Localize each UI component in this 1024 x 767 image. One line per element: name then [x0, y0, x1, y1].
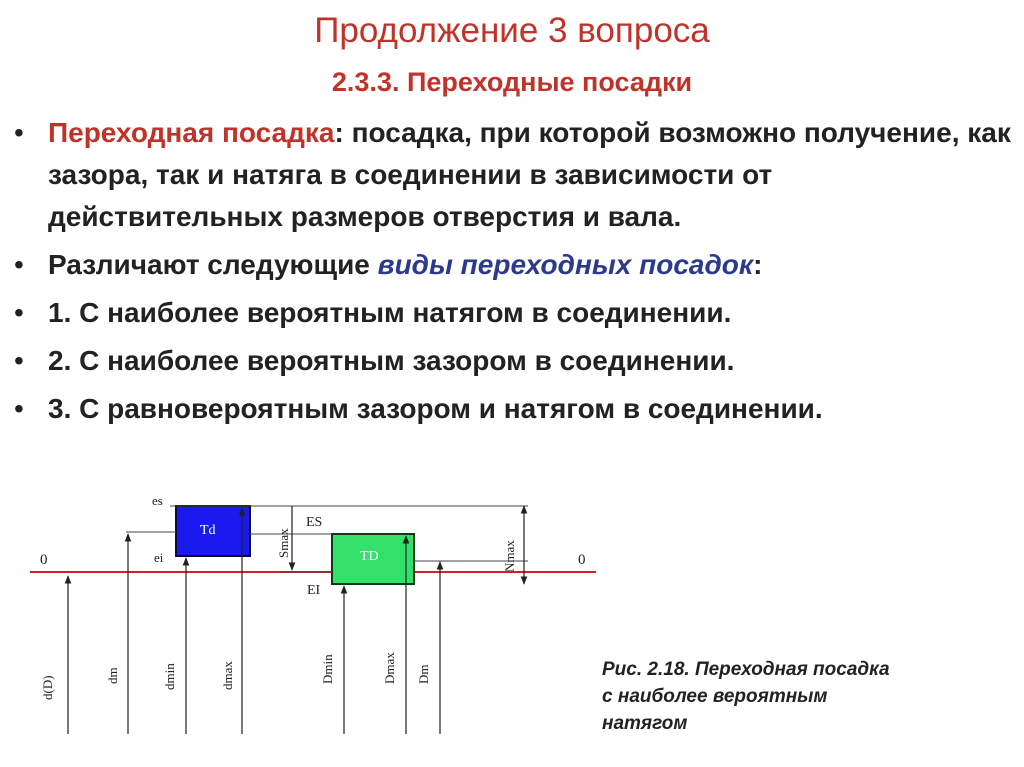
Dm-label: Dm	[416, 665, 431, 685]
Dmax-label: Dmax	[382, 652, 397, 684]
bullet-item-type-2: • 2. С наиболее вероятным зазором в соед…	[14, 340, 1014, 382]
fit-tolerance-diagram: 0 0 Td TD es ei ES EI Smax Nmax d(D) dm …	[30, 493, 596, 734]
type-3-text: 3. С равновероятным зазором и натягом в …	[48, 393, 823, 424]
type-2-text: 2. С наиболее вероятным зазором в соедин…	[48, 345, 735, 376]
definition-text: : посадка, при которой возможно получени…	[48, 117, 1011, 232]
types-intro-prefix: Различают следующие	[48, 249, 378, 280]
types-emphasis: виды переходных посадок	[377, 249, 754, 280]
zero-label-left: 0	[40, 552, 48, 568]
bullet-marker: •	[14, 249, 24, 280]
dD-label: d(D)	[40, 675, 55, 700]
bullet-item-definition: • Переходная посадка: посадка, при котор…	[14, 112, 1014, 238]
bullet-marker: •	[14, 117, 24, 148]
hole-tolerance-label: TD	[360, 549, 379, 564]
types-intro-suffix: :	[753, 249, 763, 280]
bullet-item-type-3: • 3. С равновероятным зазором и натягом …	[14, 388, 1014, 430]
ES-label: ES	[306, 515, 322, 530]
hole-tolerance-field	[331, 533, 415, 585]
dmin-label: dmin	[162, 663, 177, 690]
zero-label-right: 0	[578, 552, 586, 568]
dm-label: dm	[105, 667, 120, 684]
term-transitional-fit: Переходная посадка	[48, 117, 335, 148]
nmax-label: Nmax	[502, 540, 517, 572]
dmax-label: dmax	[220, 661, 235, 690]
bullet-item-type-1: • 1. С наиболее вероятным натягом в соед…	[14, 292, 1014, 334]
slide-subtitle: 2.3.3. Переходные посадки	[331, 67, 693, 97]
bullet-marker: •	[14, 345, 24, 376]
type-1-text: 1. С наиболее вероятным натягом в соедин…	[48, 297, 732, 328]
slide-title: Продолжение 3 вопроса	[314, 11, 710, 50]
bullet-item-types-intro: • Различают следующие виды переходных по…	[14, 244, 1014, 286]
bullet-marker: •	[14, 393, 24, 424]
bullet-list: • Переходная посадка: посадка, при котор…	[14, 112, 1014, 436]
bullet-marker: •	[14, 297, 24, 328]
figure-caption: Рис. 2.18. Переходная посадка с наиболее…	[602, 659, 890, 734]
shaft-tolerance-label: Td	[200, 523, 216, 538]
EI-label: EI	[307, 583, 321, 598]
es-label: es	[152, 493, 163, 508]
Dmin-label: Dmin	[320, 654, 335, 684]
ei-label: ei	[154, 550, 164, 565]
smax-label: Smax	[276, 528, 291, 558]
